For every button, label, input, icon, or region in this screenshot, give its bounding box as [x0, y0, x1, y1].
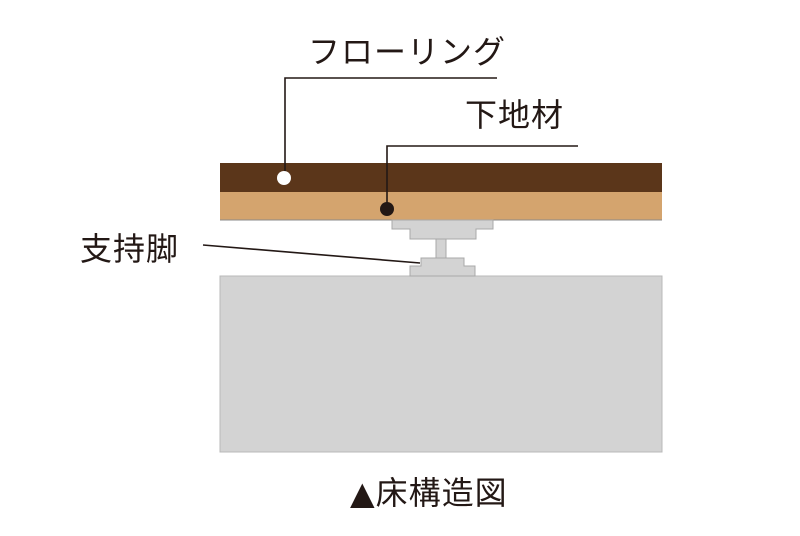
flooring-label: フローリング — [308, 33, 507, 71]
concrete-slab — [219, 275, 663, 453]
flooring-leader — [284, 77, 497, 178]
flooring-marker — [277, 171, 291, 185]
subfloor-leader — [386, 145, 578, 209]
leader-lines — [202, 77, 578, 264]
support-leg-label: 支持脚 — [80, 230, 180, 268]
support-leg — [391, 219, 494, 277]
diagram-caption: ▲床構造図 — [350, 474, 508, 512]
support-leg-leader — [202, 244, 421, 264]
flooring-layer — [220, 163, 662, 192]
subfloor-layer — [220, 192, 662, 220]
subfloor-label: 下地材 — [465, 96, 565, 134]
subfloor-marker — [380, 202, 394, 216]
